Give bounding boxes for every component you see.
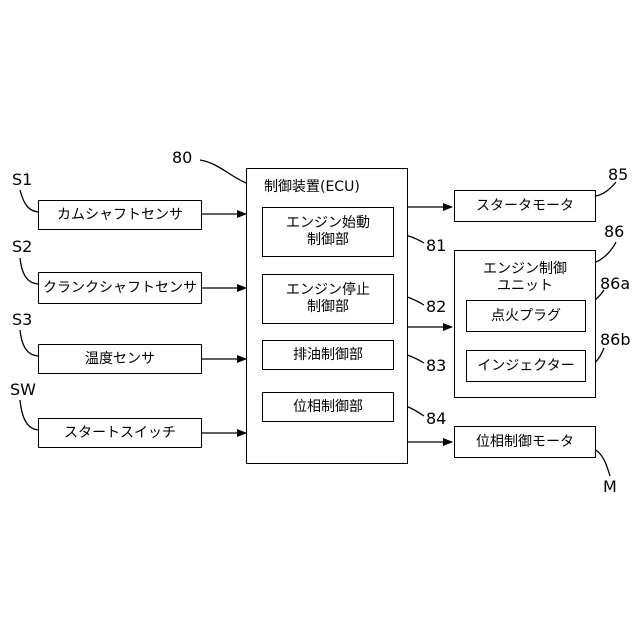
engine-stop-line2: 制御部 bbox=[307, 299, 349, 316]
start-switch-label: スタートスイッチ bbox=[64, 425, 176, 442]
temp-sensor-label: 温度センサ bbox=[85, 351, 155, 368]
engine-start-control-box: エンジン始動 制御部 bbox=[262, 207, 394, 257]
spark-plug-box: 点火プラグ bbox=[466, 300, 586, 332]
engine-stop-control-box: エンジン停止 制御部 bbox=[262, 274, 394, 324]
phase-control-box: 位相制御部 bbox=[262, 392, 394, 422]
temp-sensor-box: 温度センサ bbox=[38, 344, 202, 374]
phase-control-label: 位相制御部 bbox=[293, 399, 363, 416]
ref-86a: 86a bbox=[600, 274, 630, 293]
spark-plug-label: 点火プラグ bbox=[491, 308, 561, 325]
ref-86: 86 bbox=[604, 222, 624, 241]
phase-control-motor-label: 位相制御モータ bbox=[476, 434, 574, 451]
cam-sensor-label: カムシャフトセンサ bbox=[57, 207, 183, 224]
ref-82: 82 bbox=[426, 297, 446, 316]
oil-control-label: 排油制御部 bbox=[293, 347, 363, 364]
ref-84: 84 bbox=[426, 409, 446, 428]
tag-s2: S2 bbox=[12, 237, 32, 256]
leader-s1 bbox=[20, 190, 40, 212]
ref-86b: 86b bbox=[600, 330, 631, 349]
ref-83: 83 bbox=[426, 356, 446, 375]
ecu-title: 制御装置(ECU) bbox=[264, 176, 360, 196]
leader-s2 bbox=[20, 258, 40, 284]
engine-unit-line2: ユニット bbox=[454, 275, 596, 295]
leader-80 bbox=[200, 160, 246, 183]
crank-sensor-label: クランクシャフトセンサ bbox=[43, 280, 197, 297]
leader-85 bbox=[596, 182, 616, 196]
tag-s1: S1 bbox=[12, 170, 32, 189]
tag-sw: SW bbox=[10, 380, 36, 399]
phase-control-motor-box: 位相制御モータ bbox=[454, 426, 596, 458]
engine-start-line2: 制御部 bbox=[307, 232, 349, 249]
leader-s3 bbox=[20, 330, 40, 356]
ref-m: M bbox=[603, 477, 617, 496]
oil-control-box: 排油制御部 bbox=[262, 340, 394, 370]
injector-label: インジェクター bbox=[477, 358, 574, 375]
ref-80: 80 bbox=[172, 148, 192, 167]
starter-motor-label: スタータモータ bbox=[476, 198, 574, 215]
cam-sensor-box: カムシャフトセンサ bbox=[38, 200, 202, 230]
start-switch-box: スタートスイッチ bbox=[38, 418, 202, 448]
injector-box: インジェクター bbox=[466, 350, 586, 382]
engine-start-line1: エンジン始動 bbox=[286, 215, 370, 232]
leader-m bbox=[596, 450, 610, 476]
leader-86 bbox=[596, 242, 616, 262]
engine-stop-line1: エンジン停止 bbox=[286, 282, 370, 299]
crank-sensor-box: クランクシャフトセンサ bbox=[38, 272, 202, 304]
ref-85: 85 bbox=[608, 165, 628, 184]
starter-motor-box: スタータモータ bbox=[454, 190, 596, 222]
leader-sw bbox=[20, 400, 40, 430]
tag-s3: S3 bbox=[12, 310, 32, 329]
ref-81: 81 bbox=[426, 236, 446, 255]
